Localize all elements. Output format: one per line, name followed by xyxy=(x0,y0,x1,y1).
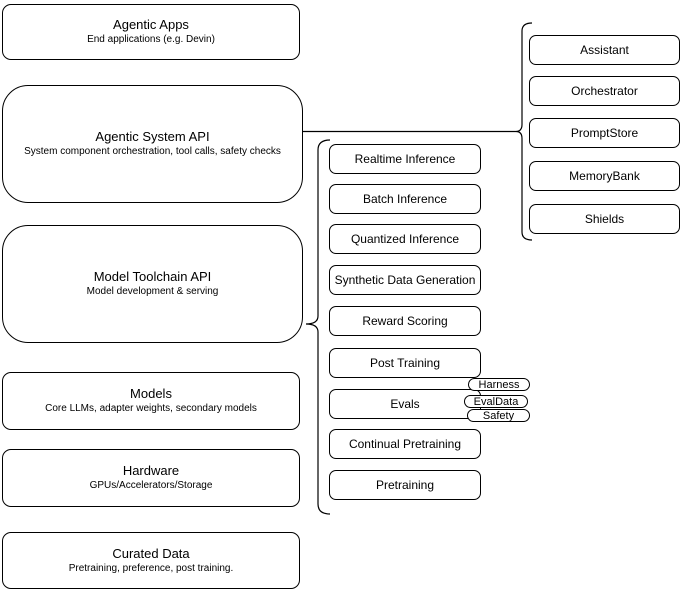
node-title: Agentic System API xyxy=(95,129,210,144)
node-hardware: Hardware GPUs/Accelerators/Storage xyxy=(2,449,300,507)
node-memorybank: MemoryBank xyxy=(529,161,680,191)
node-subtitle: Pretraining, preference, post training. xyxy=(68,562,234,574)
tag-harness: Harness xyxy=(468,378,530,391)
tag-evaldata: EvalData xyxy=(464,395,528,408)
node-subtitle: System component orchestration, tool cal… xyxy=(24,146,281,157)
node-evals: Evals xyxy=(329,389,481,419)
node-models: Models Core LLMs, adapter weights, secon… xyxy=(2,372,300,430)
node-title: Agentic Apps xyxy=(113,17,189,32)
node-subtitle: End applications (e.g. Devin) xyxy=(87,34,215,45)
node-label: Realtime Inference xyxy=(354,152,456,166)
node-synthetic-data-generation: Synthetic Data Generation xyxy=(329,265,481,295)
node-label: Pretraining xyxy=(375,478,435,492)
node-label: Reward Scoring xyxy=(362,314,448,328)
node-label: Continual Pretraining xyxy=(348,437,462,451)
node-shields: Shields xyxy=(529,204,680,234)
node-label: Quantized Inference xyxy=(350,232,460,246)
node-title: Model Toolchain API xyxy=(93,269,212,284)
node-label: Orchestrator xyxy=(571,84,638,98)
node-agentic-apps: Agentic Apps End applications (e.g. Devi… xyxy=(2,4,300,60)
node-label: Post Training xyxy=(369,356,441,370)
node-subtitle: Core LLMs, adapter weights, secondary mo… xyxy=(45,403,257,414)
node-model-toolchain-api: Model Toolchain API Model development & … xyxy=(2,225,303,343)
node-assistant: Assistant xyxy=(529,35,680,65)
node-label: PromptStore xyxy=(570,126,639,140)
node-subtitle: GPUs/Accelerators/Storage xyxy=(89,480,213,491)
node-label: MemoryBank xyxy=(569,169,640,183)
node-label: Evals xyxy=(390,397,420,411)
node-batch-inference: Batch Inference xyxy=(329,184,481,214)
node-label: Assistant xyxy=(580,43,629,57)
node-post-training: Post Training xyxy=(329,348,481,378)
node-curated-data: Curated Data Pretraining, preference, po… xyxy=(2,532,300,589)
node-pretraining: Pretraining xyxy=(329,470,481,500)
node-continual-pretraining: Continual Pretraining xyxy=(329,429,481,459)
tag-label: Safety xyxy=(482,409,515,422)
tag-label: EvalData xyxy=(473,395,519,408)
node-realtime-inference: Realtime Inference xyxy=(329,144,481,174)
node-subtitle: Model development & serving xyxy=(86,286,219,297)
node-quantized-inference: Quantized Inference xyxy=(329,224,481,254)
toolchain-brace xyxy=(305,139,331,515)
node-promptstore: PromptStore xyxy=(529,118,680,148)
node-title: Curated Data xyxy=(112,545,190,561)
node-label: Shields xyxy=(584,212,625,226)
tag-label: Harness xyxy=(478,378,520,391)
node-reward-scoring: Reward Scoring xyxy=(329,306,481,336)
node-agentic-system-api: Agentic System API System component orch… xyxy=(2,85,303,203)
node-orchestrator: Orchestrator xyxy=(529,76,680,106)
node-title: Hardware xyxy=(122,463,180,478)
node-title: Models xyxy=(130,386,172,401)
node-label: Synthetic Data Generation xyxy=(334,273,476,287)
tag-safety: Safety xyxy=(467,409,530,422)
node-label: Batch Inference xyxy=(362,192,448,206)
